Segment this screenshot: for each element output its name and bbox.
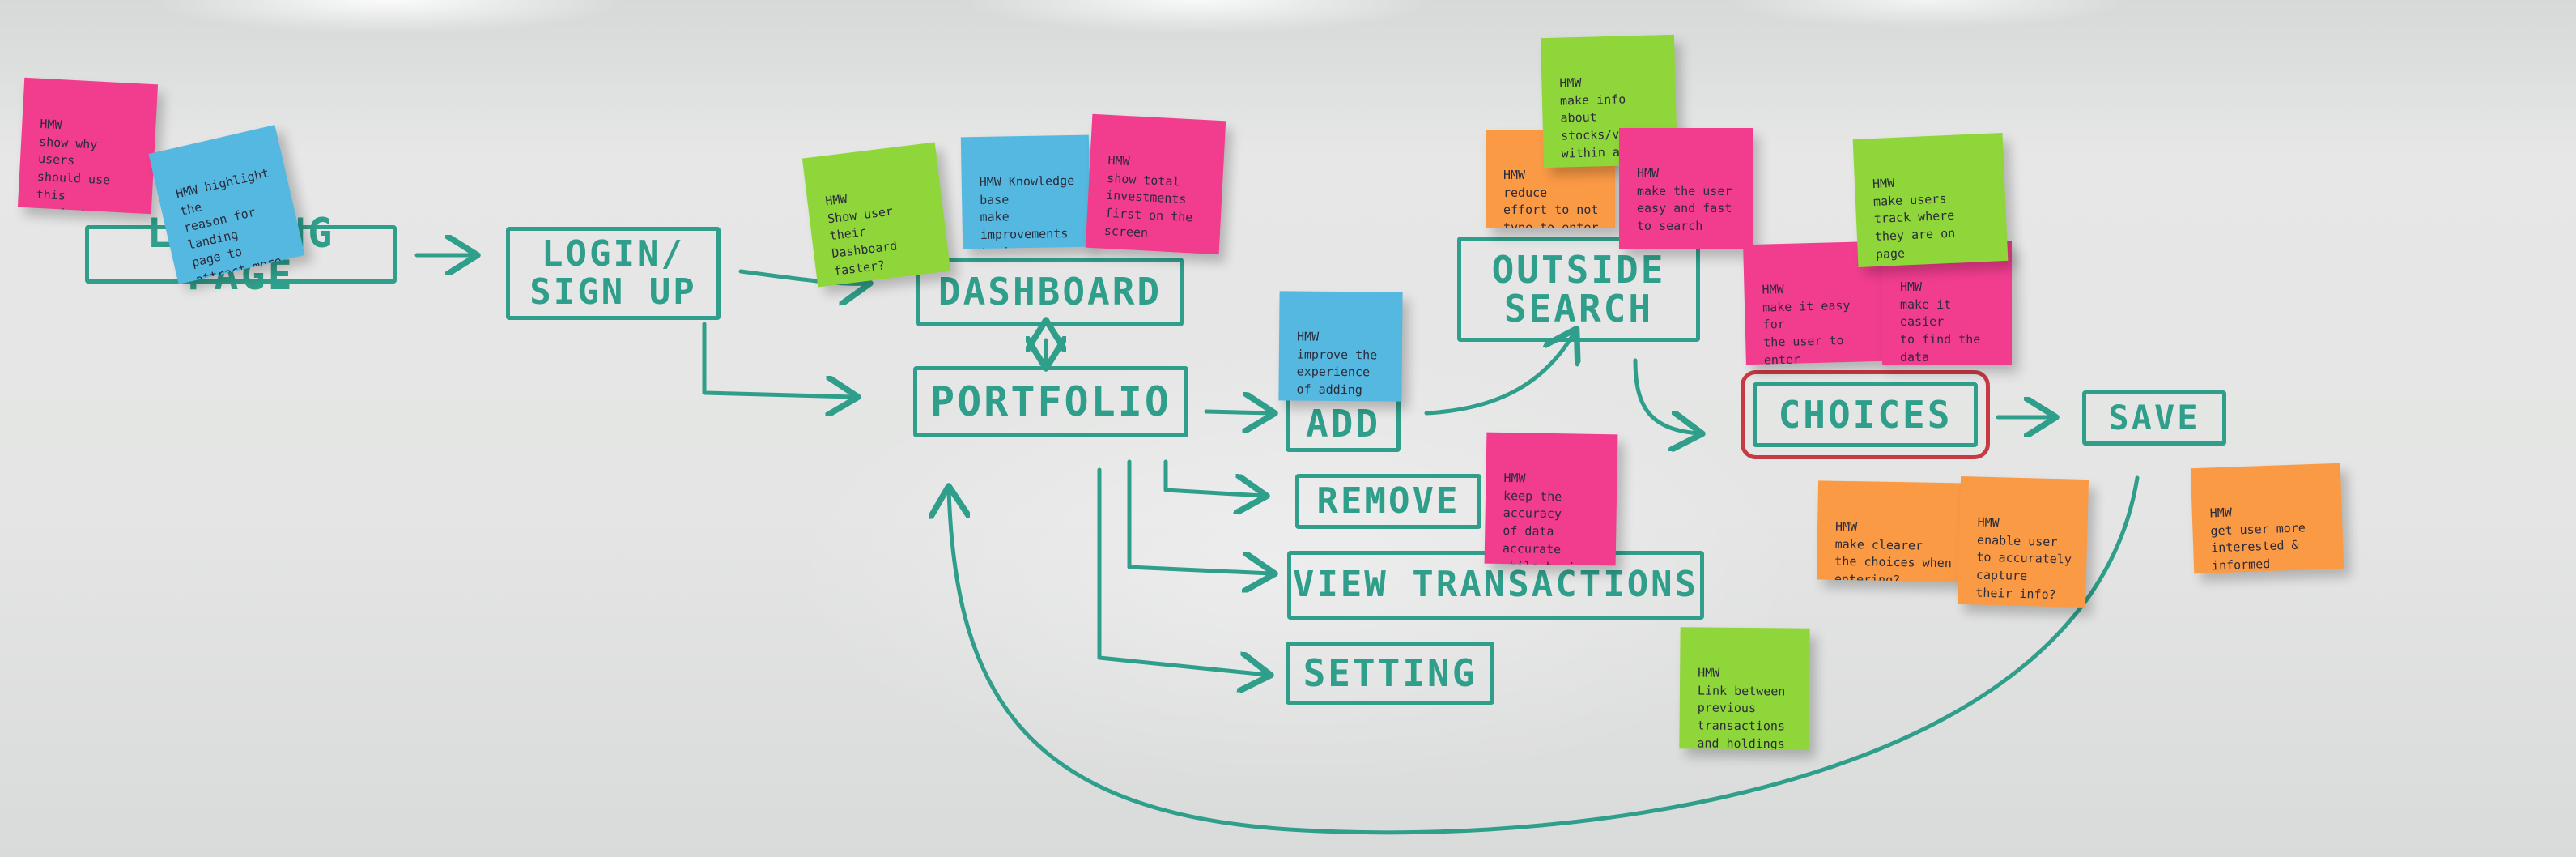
arrow-outside-search-to-choices xyxy=(1633,358,1698,433)
node-add: ADD xyxy=(1286,395,1401,452)
sticky-note-text: HMW improve the experience of adding hol… xyxy=(1296,329,1378,401)
node-remove: REMOVE xyxy=(1295,474,1481,529)
sticky-note: HMW make clearer the choices when enteri… xyxy=(1816,480,1973,582)
sticky-note: HMW keep the accuracy of data accurate w… xyxy=(1484,432,1618,566)
sticky-note: HMW Show user their Dashboard faster? xyxy=(801,142,951,288)
sticky-note-text: HMW show why users should use this produ… xyxy=(35,116,111,215)
node-setting: SETTING xyxy=(1286,642,1494,705)
sticky-note: HMW enable user to accurately capture th… xyxy=(1957,475,2089,608)
sticky-note: HMW show total investments first on the … xyxy=(1085,113,1226,255)
sticky-note: HMW Link between previous transactions a… xyxy=(1679,627,1810,750)
sticky-note: HMW improve the experience of adding hol… xyxy=(1278,291,1403,402)
node-save: SAVE xyxy=(2082,390,2226,446)
arrow-portfolio-to-remove xyxy=(1163,459,1263,496)
arrow-portfolio-to-setting xyxy=(1097,467,1267,675)
sticky-note-text: HMW Show user their Dashboard faster? xyxy=(824,191,899,279)
sticky-note-text: HMW get user more interested & informed … xyxy=(2209,505,2306,573)
node-outside-search: OUTSIDE SEARCH xyxy=(1457,237,1700,342)
sticky-note: HMW make users track where they are on p… xyxy=(1852,133,2009,267)
sticky-note: HMW make the user easy and fast to searc… xyxy=(1619,128,1753,249)
sticky-note-text: HMW keep the accuracy of data accurate w… xyxy=(1502,470,1590,566)
arrow-portfolio-to-view-transactions xyxy=(1127,459,1271,573)
sticky-note: HMW Knowledge base make improvements to … xyxy=(960,134,1091,249)
arrow-portfolio-to-add xyxy=(1204,411,1271,413)
sticky-note-text: HMW make clearer the choices when enteri… xyxy=(1834,518,1952,582)
sticky-note-text: HMW make the user easy and fast to searc… xyxy=(1637,165,1732,233)
arrow-add-to-outside-search xyxy=(1424,332,1575,416)
sticky-note-text: HMW Link between previous transactions a… xyxy=(1697,665,1786,750)
arrow-login-to-portfolio xyxy=(702,322,854,397)
sticky-note-text: HMW make it easy for the user to enter a… xyxy=(1762,281,1851,365)
sticky-note-text: HMW enable user to accurately capture th… xyxy=(1975,514,2072,608)
sticky-note-text: HMW show total investments first on the … xyxy=(1103,152,1193,241)
node-choices: CHOICES xyxy=(1741,370,1990,459)
sticky-note-text: HMW Knowledge base make improvements to … xyxy=(979,173,1075,249)
node-view-transactions: VIEW TRANSACTIONS xyxy=(1287,551,1704,620)
sticky-note-text: HMW make users track where they are on p… xyxy=(1872,175,1956,262)
node-login-sign-up: LOGIN/ SIGN UP xyxy=(506,227,721,320)
sticky-note-text: HMW make it easier to find the data flow xyxy=(1900,279,1981,365)
node-portfolio: PORTFOLIO xyxy=(913,366,1188,437)
node-dashboard: DASHBOARD xyxy=(916,258,1184,326)
sticky-note: HMW show why users should use this produ… xyxy=(17,77,159,215)
arrow-save-to-portfolio xyxy=(949,475,2140,835)
sticky-note-text: HMW reduce effort to not type to enter xyxy=(1503,167,1599,228)
sticky-note: HMW get user more interested & informed … xyxy=(2190,463,2344,574)
